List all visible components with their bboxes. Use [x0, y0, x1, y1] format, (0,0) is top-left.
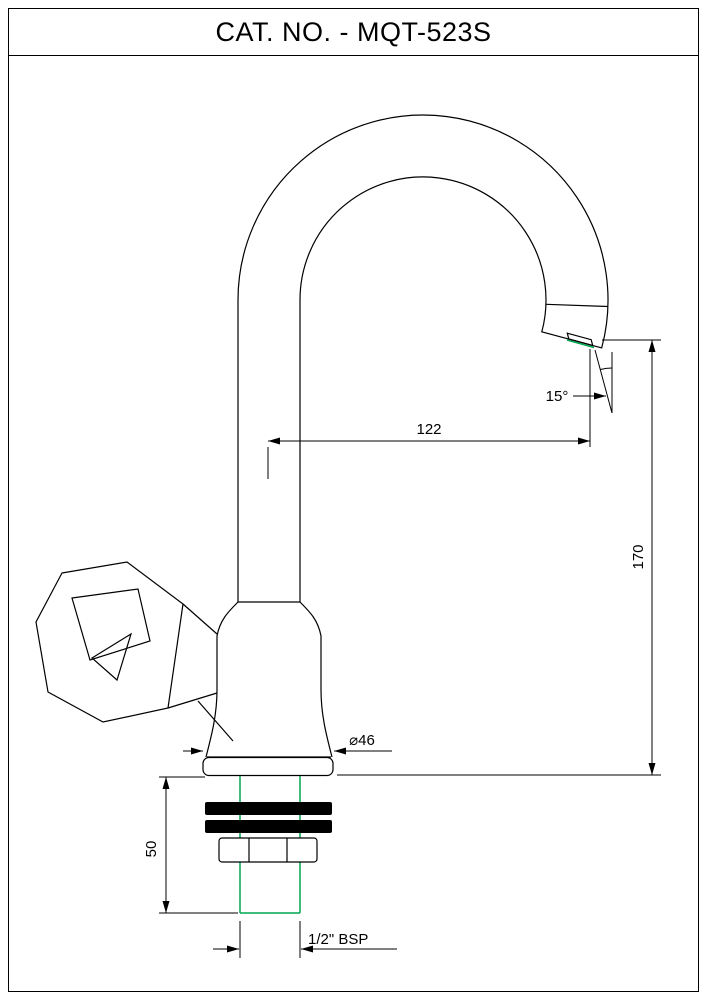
handle-boss-line [197, 700, 234, 742]
spout-outlet [566, 332, 594, 347]
handle-stem-bottom-line [167, 692, 218, 709]
dim-label-overall-height: 170 [630, 544, 647, 569]
title-bar: CAT. NO. - MQT-523S [9, 9, 698, 56]
dimension-spout-angle: 15° [546, 349, 613, 414]
dim-label-spout-angle: 15° [546, 388, 569, 405]
spout-aerator-joint-line [545, 303, 608, 308]
body-left-outline [205, 601, 239, 758]
angle-slant-line [594, 349, 613, 414]
lock-nut [218, 837, 318, 863]
dim-label-thread-size: 1/2" BSP [308, 931, 368, 948]
dimension-spout-reach: 122 [267, 349, 591, 479]
spout-outlet-accent [566, 339, 595, 349]
dim-label-shank-length: 50 [143, 841, 160, 858]
catalog-number: CAT. NO. - MQT-523S [215, 16, 492, 47]
angle-arc [600, 367, 613, 370]
washer-upper [205, 802, 332, 815]
handle-stem-top-line [182, 603, 218, 635]
base-flange [202, 756, 334, 777]
handle-knob-facet-small [90, 632, 133, 682]
faucet-figure [35, 114, 609, 914]
flange-plate [202, 756, 334, 777]
tap-body [205, 601, 333, 758]
dim-label-flange-diameter: ⌀46 [349, 732, 375, 749]
washer-lower [205, 820, 332, 833]
handle-knob-facet [71, 588, 151, 661]
dimension-shank-length: 50 [143, 776, 238, 914]
spout-gooseneck-outline [237, 114, 609, 602]
dimension-thread-size: 1/2" BSP [213, 921, 397, 958]
body-right-outline [299, 601, 333, 758]
sheet-border: CAT. NO. - MQT-523S [8, 8, 699, 992]
nut-outline [218, 837, 318, 863]
dimension-flange-diameter: ⌀46 [183, 732, 392, 755]
tap-handle [35, 561, 234, 742]
dim-label-spout-reach: 122 [416, 421, 441, 438]
dimension-overall-height: 170 [337, 339, 661, 776]
